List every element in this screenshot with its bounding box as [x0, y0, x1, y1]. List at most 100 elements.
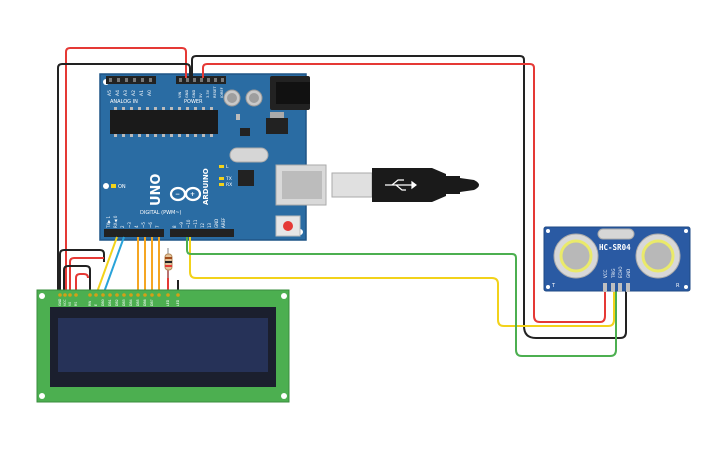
tx-label: TX [225, 176, 232, 182]
smd-component [236, 114, 240, 120]
transducer-left-mesh [559, 239, 593, 273]
lcd-pin-rs: RS [74, 302, 78, 306]
sensor-corner-t: T [551, 283, 556, 289]
pin-label-d4: 4 [134, 225, 139, 228]
lcd-pin-led-a: LED [166, 299, 170, 306]
lcd-pin-db4: DB4 [129, 299, 133, 306]
pin-label-d3: ~3 [127, 222, 132, 228]
wire-red-lcd-vcc [69, 257, 104, 295]
pin-label-d5: ~5 [141, 222, 146, 228]
arduino-logo: − + [169, 186, 202, 202]
digital-header-label: DIGITAL (PWM~) [140, 210, 182, 216]
pin-label-d12: 12 [200, 222, 205, 228]
usb-strain-relief [446, 176, 460, 194]
usb-icon [385, 179, 417, 191]
capacitor-top [249, 93, 259, 103]
arduino-uno-board: A5 A4 A3 A2 A1 A0 ANALOG IN POWER VIN GN… [99, 73, 327, 241]
svg-text:−: − [175, 191, 180, 198]
wire-black-lcd-gnd [59, 249, 105, 295]
pin-label-d9: ~9 [179, 222, 184, 228]
smd-component [240, 128, 250, 136]
svg-text:+: + [190, 191, 195, 198]
wires [57, 47, 627, 357]
lcd-pin-v0: V0 [68, 302, 72, 306]
usb-cable [331, 168, 479, 202]
digital-header-low [104, 229, 164, 237]
wire-yellow-trig [189, 237, 615, 327]
pin-label-vin: VIN [178, 91, 182, 98]
analog-pin-labels: A5 A4 A3 A2 A1 A0 [107, 90, 153, 96]
analog-in-label: ANALOG IN [110, 99, 138, 105]
wire-red-vcc-sensor [202, 63, 606, 323]
l-led [219, 165, 224, 168]
pin-label-d0: RX◀ 0 [113, 215, 118, 228]
rx-led [219, 183, 224, 186]
pin-label-a4: A4 [115, 90, 121, 96]
sensor-model-label: HC-SR04 [599, 243, 631, 252]
capacitor-top [227, 93, 237, 103]
l-label: L [226, 164, 229, 170]
rx-label: RX [226, 182, 232, 188]
wire-black-gnd-top [57, 63, 191, 295]
usb-plug-metal [331, 172, 373, 198]
lcd-pin-db0: DB0 [101, 299, 105, 306]
pin-label-d11: ~11 [193, 219, 198, 228]
lcd-screen [58, 318, 268, 372]
lcd-pin-gnd: GND [58, 298, 62, 306]
uno-label: UNO [149, 174, 164, 207]
atmega-chip [110, 110, 218, 134]
digital-pin-labels: TX▶ 1 RX◀ 0 2 ~3 4 ~5 ~6 7 8 ~9 ~10 ~11 … [106, 215, 226, 229]
lcd-pin-e: E [94, 304, 98, 306]
crystal-oscillator [229, 147, 269, 163]
lcd-pin-db3: DB3 [122, 299, 126, 306]
pin-label-a5: A5 [107, 90, 113, 96]
reset-button-cap[interactable] [283, 221, 293, 231]
wire-red-5v-top [65, 47, 187, 295]
resistor [164, 248, 173, 278]
wire-yellow-rs [95, 236, 118, 296]
pin-label-5v: 5V [199, 93, 203, 98]
pin-label-a2: A2 [131, 90, 137, 96]
pin-label-aref: AREF [221, 217, 226, 228]
lcd-pin-db1: DB1 [108, 299, 112, 306]
usb-controller-chip [238, 170, 254, 186]
power-label: POWER [184, 99, 203, 105]
pin-label-d6: ~6 [148, 222, 153, 228]
lcd-16x2: GND VCC V0 RS RW E DB0 DB1 DB2 DB3 DB4 D… [36, 289, 290, 403]
power-pin-labels: VIN GND GND 5V 3.3V RESET IOREF [178, 86, 224, 98]
arduino-brand-label: ARDUINO [202, 168, 210, 205]
pin-label-d13: 13 [207, 222, 212, 228]
usb-b-port-inner [282, 171, 322, 199]
pin-label-d10: ~10 [186, 219, 191, 228]
pin-label-d1: TX▶ 1 [106, 215, 111, 229]
lcd-pin-header [58, 293, 180, 297]
lcd-pin-db6: DB6 [143, 299, 147, 306]
pin-label-gnd: GND [214, 219, 219, 228]
wire-black-lcd-rw [63, 265, 91, 295]
sensor-pin-echo: ECHO [618, 267, 623, 278]
wire-blue-e [102, 236, 125, 296]
wire-black-gnd-sensor [191, 55, 627, 339]
pin-label-a3: A3 [123, 90, 129, 96]
pin-label-d8: 8 [172, 225, 177, 228]
transducer-right-mesh [641, 239, 675, 273]
lcd-pin-vcc: VCC [63, 299, 67, 306]
pin-label-a1: A1 [139, 90, 145, 96]
pin-label-d7: 7 [155, 225, 160, 228]
sensor-pin-gnd: GND [626, 269, 631, 278]
pin-label-gnd: GND [192, 90, 196, 98]
wire-green-echo [186, 237, 617, 357]
sensor-pin-trig: TRIG [611, 268, 616, 279]
pin-label-reset: RESET [213, 86, 217, 98]
lcd-pin-db7: DB7 [150, 299, 154, 306]
lcd-pin-labels: GND VCC V0 RS RW E DB0 DB1 DB2 DB3 DB4 D… [58, 298, 180, 306]
sensor-pin-vcc: VCC [603, 269, 608, 278]
sensor-corner-r: R [676, 283, 680, 289]
wire-red-lcd-contrast [75, 273, 89, 295]
on-led [111, 184, 116, 188]
mounting-hole [103, 183, 109, 189]
usb-cable-end [460, 178, 479, 192]
pin-label-ioref: IOREF [220, 87, 224, 98]
power-jack-socket [276, 82, 310, 104]
